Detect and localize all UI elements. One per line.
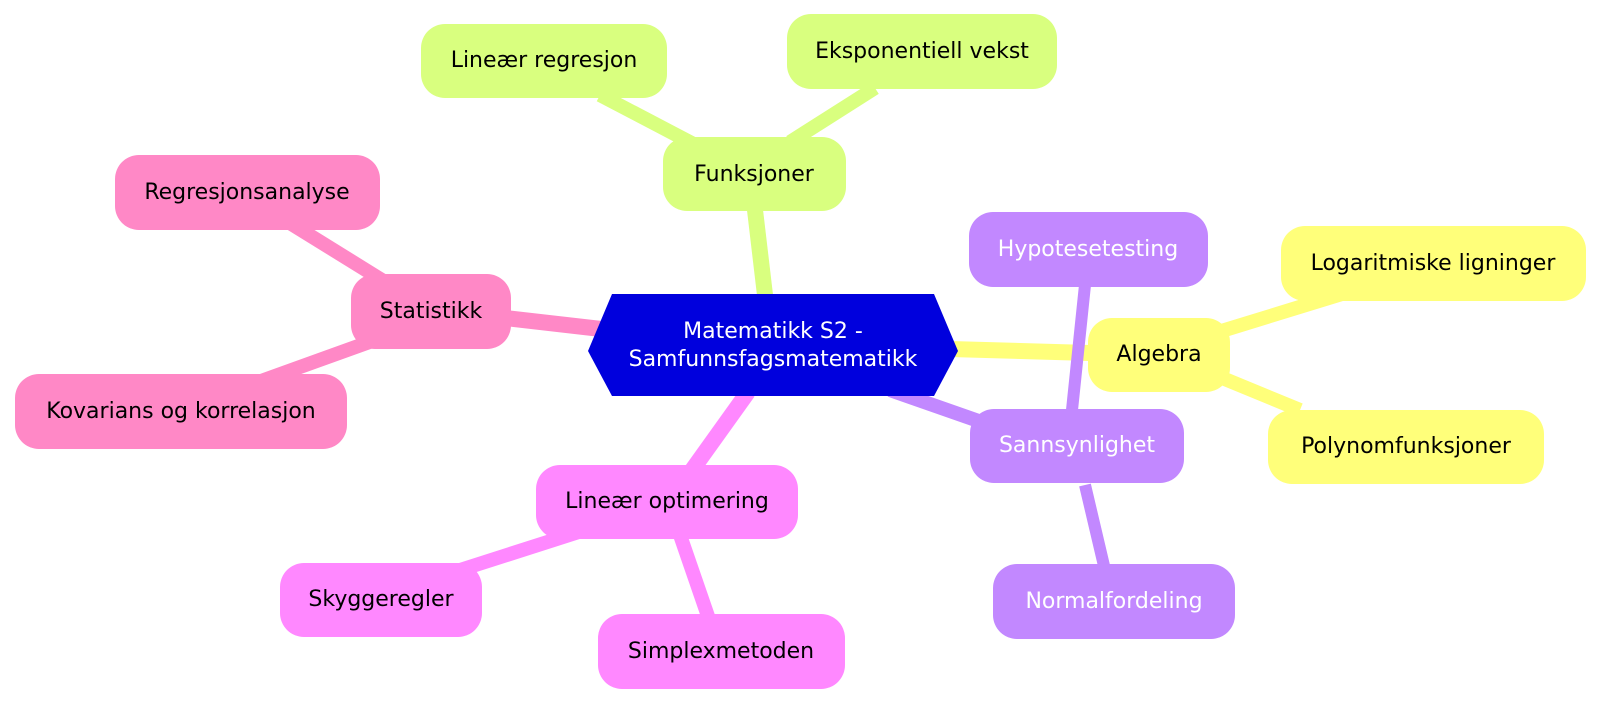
- node-normalfordeling[interactable]: Normalfordeling: [993, 564, 1235, 639]
- node-funksjoner-box: [663, 137, 846, 211]
- node-simplexmetoden-label: Simplexmetoden: [628, 639, 814, 664]
- node-algebra[interactable]: Algebra: [1088, 318, 1230, 392]
- root-node-label-line2: Samfunnsfagsmatematikk: [629, 347, 918, 372]
- node-linear-regresjon-label: Lineær regresjon: [451, 48, 638, 73]
- edge-sannsynlighet-hypotesetesting: [1066, 284, 1091, 411]
- node-skyggeregler-box: [280, 563, 482, 637]
- edge-funksjoner-eksponentiell-vekst: [786, 82, 879, 148]
- node-algebra-box: [1088, 318, 1230, 392]
- edge-root-linear-optimering: [683, 387, 755, 478]
- node-kovarians-og-korrelasjon[interactable]: Kovarians og korrelasjon: [15, 374, 347, 449]
- root-node[interactable]: Matematikk S2 - Samfunnsfagsmatematikk: [588, 294, 958, 396]
- edge-linear-optimering-simplexmetoden: [673, 532, 717, 625]
- node-linear-optimering-label: Lineær optimering: [565, 489, 769, 514]
- node-kovarians-og-korrelasjon-label: Kovarians og korrelasjon: [46, 399, 316, 424]
- node-statistikk-label: Statistikk: [380, 299, 483, 324]
- root-node-shape: [588, 294, 958, 396]
- node-eksponentiell-vekst-label: Eksponentiell vekst: [815, 39, 1029, 64]
- node-hypotesetesting-label: Hypotesetesting: [998, 237, 1178, 262]
- node-regresjonsanalyse-label: Regresjonsanalyse: [144, 180, 349, 205]
- node-regresjonsanalyse[interactable]: Regresjonsanalyse: [115, 155, 380, 230]
- node-sannsynlighet[interactable]: Sannsynlighet: [970, 409, 1184, 483]
- node-logaritmiske-ligninger-label: Logaritmiske ligninger: [1311, 251, 1557, 276]
- node-polynomfunksjoner-label: Polynomfunksjoner: [1301, 434, 1512, 459]
- edge-root-funksjoner: [747, 209, 773, 296]
- node-kovarians-og-korrelasjon-box: [15, 374, 347, 449]
- edge-root-algebra: [949, 341, 1091, 361]
- edge-root-statistikk: [504, 310, 611, 338]
- node-statistikk[interactable]: Statistikk: [351, 274, 511, 349]
- node-skyggeregler[interactable]: Skyggeregler: [280, 563, 482, 637]
- node-simplexmetoden[interactable]: Simplexmetoden: [598, 614, 845, 689]
- node-linear-regresjon-box: [421, 24, 667, 98]
- node-logaritmiske-ligninger-box: [1281, 226, 1586, 301]
- node-normalfordeling-label: Normalfordeling: [1025, 589, 1202, 614]
- node-linear-regresjon[interactable]: Lineær regresjon: [421, 24, 667, 98]
- node-simplexmetoden-box: [598, 614, 845, 689]
- node-skyggeregler-label: Skyggeregler: [308, 587, 454, 612]
- node-statistikk-box: [351, 274, 511, 349]
- node-eksponentiell-vekst-box: [787, 14, 1057, 89]
- node-funksjoner-label: Funksjoner: [694, 162, 815, 187]
- node-polynomfunksjoner-box: [1268, 410, 1544, 484]
- node-funksjoner[interactable]: Funksjoner: [663, 137, 846, 211]
- node-eksponentiell-vekst[interactable]: Eksponentiell vekst: [787, 14, 1057, 89]
- edge-algebra-polynomfunksjoner: [1212, 368, 1303, 417]
- root-node-label-line1: Matematikk S2 -: [683, 319, 863, 344]
- node-hypotesetesting-box: [969, 212, 1208, 287]
- node-logaritmiske-ligninger[interactable]: Logaritmiske ligninger: [1281, 226, 1586, 301]
- node-polynomfunksjoner[interactable]: Polynomfunksjoner: [1268, 410, 1544, 484]
- node-normalfordeling-box: [993, 564, 1235, 639]
- node-algebra-label: Algebra: [1116, 342, 1201, 367]
- node-regresjonsanalyse-box: [115, 155, 380, 230]
- node-linear-optimering[interactable]: Lineær optimering: [536, 465, 798, 539]
- node-linear-optimering-box: [536, 465, 798, 539]
- node-sannsynlighet-label: Sannsynlighet: [999, 433, 1155, 458]
- node-hypotesetesting[interactable]: Hypotesetesting: [969, 212, 1208, 287]
- node-sannsynlighet-box: [970, 409, 1184, 483]
- edge-sannsynlighet-normalfordeling: [1079, 483, 1111, 572]
